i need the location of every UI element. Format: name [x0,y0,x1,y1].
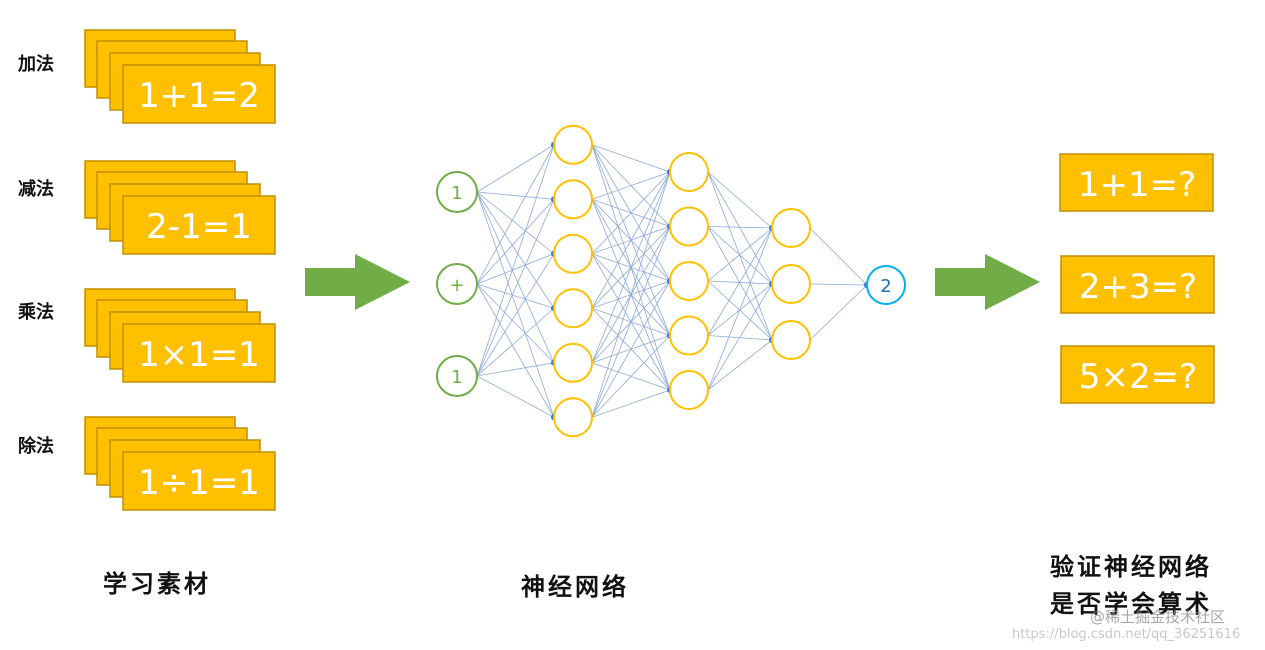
network-edge [707,283,773,391]
tests-caption-line1: 验证神经网络 [1050,552,1212,581]
network-edge [591,226,671,418]
network-edge [476,191,555,200]
equation-text: 1+1=2 [138,76,260,116]
network-edge [707,227,773,282]
network-edge [476,191,555,309]
network-edge [809,227,868,286]
input-node-1: + [436,263,478,305]
watermark-line1: @稀土掘金技术社区 [1090,608,1225,626]
network-edge [809,283,868,286]
input-node-2: 1 [436,355,478,397]
network-edge [707,227,773,391]
question-text: 2+3=? [1079,267,1197,307]
operation-label: 加法 [17,53,54,75]
network-edge [591,280,671,418]
network-edge [476,191,555,418]
output-node-label: 2 [880,276,891,297]
arrow-to-tests [935,254,1040,310]
question-text: 1+1=? [1078,165,1196,205]
network-edge [476,362,555,377]
arrow-to-network [305,254,410,310]
network-edge [476,144,555,193]
input-node-label: + [449,275,464,296]
network-edge [476,144,555,285]
network-edge [707,226,773,229]
network-edge [476,283,555,309]
network-edge [476,307,555,377]
question-text: 5×2=? [1079,357,1197,397]
card-front [122,195,276,255]
network-edge [476,144,555,377]
materials-caption: 学习素材 [103,569,211,598]
card-front [122,64,276,124]
operation-label: 减法 [18,178,54,200]
network-edge [591,335,671,418]
card-front [122,451,276,511]
test-question-2: 5×2=? [1060,345,1215,404]
hidden-node-l3-1 [771,264,811,304]
hidden-node-l2-3 [669,315,709,356]
card-front [122,323,276,383]
operation-label: 除法 [18,435,54,457]
input-node-0: 1 [436,171,478,213]
equation-text: 1÷1=1 [138,463,260,503]
network-edge [591,389,671,418]
network-edge [476,253,555,285]
material-group-3: 除法 1÷1=1 [18,416,276,511]
equation-text: 2-1=1 [146,207,252,247]
hidden-node-l2-4 [669,370,709,410]
network-edge [707,227,773,336]
hidden-node-l1-2 [553,233,593,274]
network-edge [707,226,773,341]
network-edge [707,226,773,285]
hidden-node-l2-2 [669,261,709,301]
hidden-node-l1-5 [553,397,593,438]
test-question-1: 2+3=? [1060,255,1215,314]
network-edge [809,284,868,341]
network-edge [591,171,671,255]
tests-caption-line2: 是否学会算术 [1050,589,1212,618]
network-edge [591,171,671,363]
network-edge [476,199,555,377]
network-edge [476,198,555,285]
hidden-node-l1-1 [553,179,593,220]
network-edge [591,171,671,418]
material-group-2: 乘法 1×1=1 [17,288,276,383]
equation-text: 1×1=1 [138,335,260,375]
network-edge [591,171,671,200]
network-edge [476,253,555,377]
hidden-node-l3-0 [771,208,811,248]
network-edge [476,375,555,418]
network-edge [707,171,773,341]
network-edge [476,191,555,363]
hidden-node-l1-4 [553,342,593,383]
network-edge [476,283,555,418]
network-caption: 神经网络 [521,572,629,601]
output-node: 2 [866,265,906,305]
material-group-1: 减法 2-1=1 [18,160,276,255]
input-node-label: 1 [451,367,462,388]
watermark-line2: https://blog.csdn.net/qq_36251616 [1012,627,1240,642]
network-edge [591,171,671,309]
network-edge [707,339,773,391]
input-node-label: 1 [451,183,462,204]
operation-label: 乘法 [17,301,54,323]
network-edge [476,191,555,255]
hidden-node-l2-1 [669,206,709,247]
hidden-layers [553,124,811,438]
network-edge [476,283,555,364]
hidden-node-l1-0 [553,124,593,165]
network-edge [707,171,773,229]
network-edge [591,144,671,173]
hidden-node-l3-2 [771,320,811,360]
network-edge [707,280,773,341]
network-edge [707,171,773,285]
test-question-0: 1+1=? [1059,153,1214,212]
hidden-node-l2-0 [669,152,709,192]
material-group-0: 加法 1+1=2 [17,29,276,124]
hidden-node-l1-3 [553,288,593,329]
